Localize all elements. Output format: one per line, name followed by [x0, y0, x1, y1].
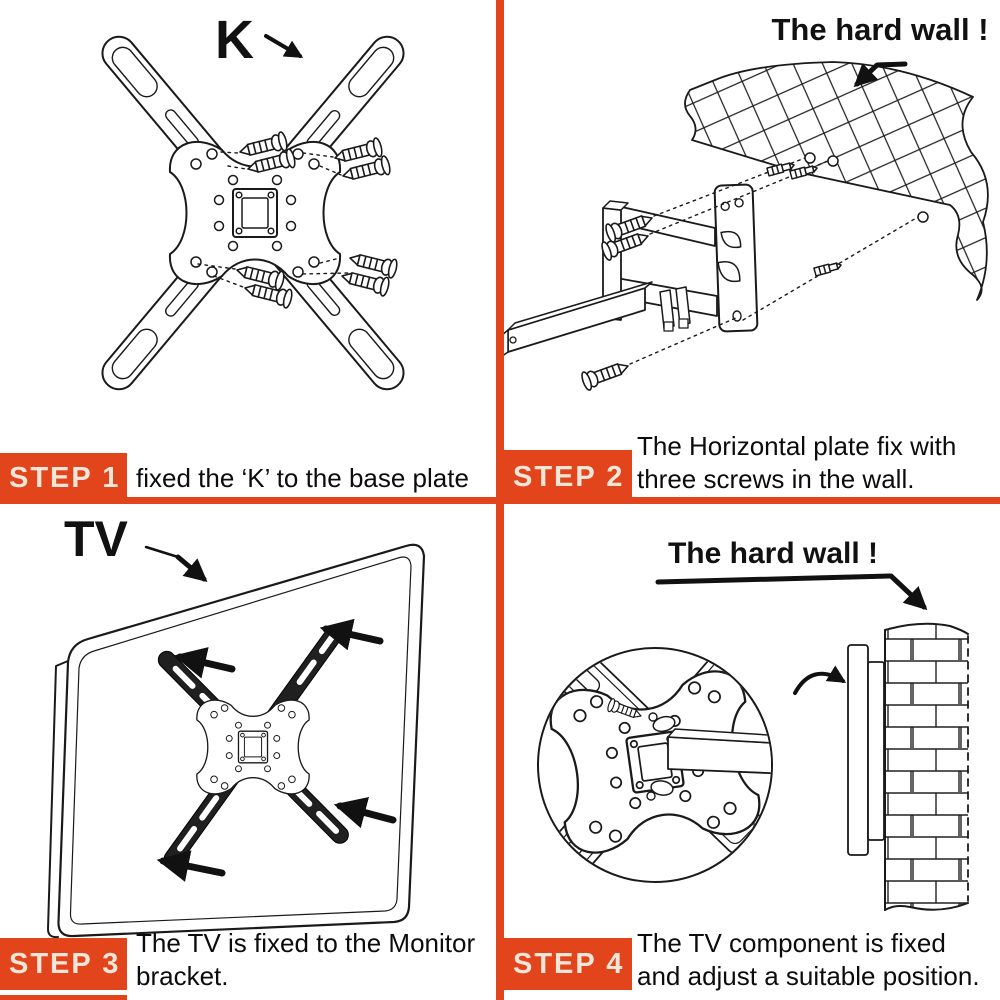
tv-label: TV	[64, 511, 129, 567]
step1-caption: fixed the ‘K’ to the base plate	[136, 462, 469, 495]
step1-caption-line: fixed the ‘K’ to the base plate	[136, 463, 469, 493]
step4-badge: STEP 4	[504, 938, 632, 990]
step1-badge: STEP 1	[0, 453, 127, 504]
k-arrow-icon	[264, 34, 304, 58]
step4-caption-line2: and adjust a suitable position.	[637, 961, 980, 991]
k-bracket-drawing: K	[101, 10, 405, 391]
hard-wall-title-bottom: The hard wall !	[668, 537, 878, 570]
hard-wall-arrow-bottom-icon	[655, 573, 928, 611]
step2-badge: STEP 2	[504, 450, 632, 504]
step2-badge-label: STEP 2	[513, 460, 625, 493]
step4-caption-line1: The TV component is fixed	[637, 928, 946, 958]
detail-drawing: The hard wall !	[537, 537, 969, 911]
bracket-arrow-icons	[156, 618, 397, 882]
hard-wall-title-top: The hard wall !	[771, 12, 988, 47]
step2-caption-line2: three screws in the wall.	[637, 464, 915, 494]
tv-arrow-icon	[144, 545, 180, 559]
step3-underline	[0, 995, 127, 1000]
tv-drawing: TV	[47, 511, 426, 939]
step2-caption: The Horizontal plate fix with three scre…	[637, 430, 956, 496]
hard-wall-arrow-top-icon	[853, 61, 908, 88]
step2-caption-line1: The Horizontal plate fix with	[637, 431, 957, 461]
step3-caption: The TV is fixed to the Monitor bracket.	[136, 927, 475, 993]
step1-badge-label: STEP 1	[9, 462, 121, 494]
step3-badge: STEP 3	[0, 938, 127, 990]
curved-arrow-icon	[793, 665, 847, 695]
wall-arm-drawing: The hard wall !	[500, 12, 989, 392]
k-label: K	[215, 10, 254, 70]
step3-badge-label: STEP 3	[9, 947, 121, 980]
step3-caption-line2: bracket.	[136, 961, 229, 991]
step4-badge-label: STEP 4	[513, 947, 625, 980]
divider-horizontal	[0, 497, 1000, 504]
step3-caption-line1: The TV is fixed to the Monitor	[136, 928, 476, 958]
step4-caption: The TV component is fixed and adjust a s…	[637, 927, 980, 993]
